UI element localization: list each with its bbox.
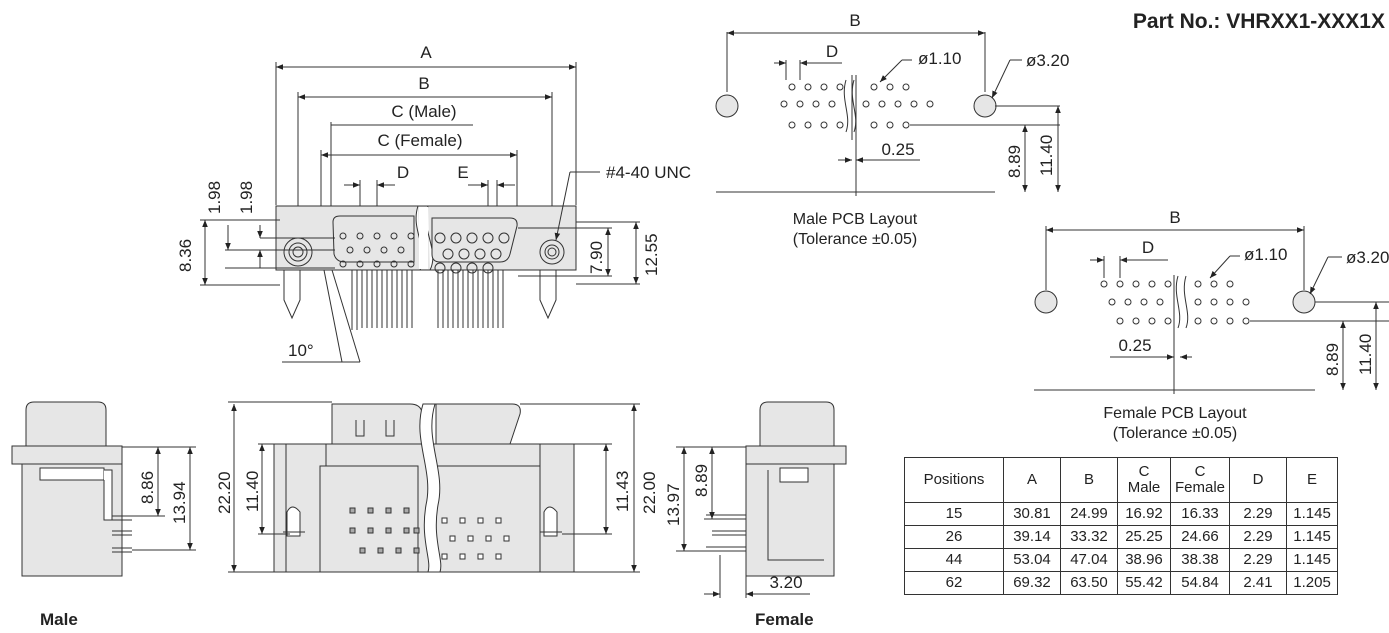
table-cell: 53.04 [1003,548,1061,572]
side-male-dim-1394: 13.94 [170,481,189,524]
front-dim-198-b: 1.98 [237,181,256,214]
table-cell: 25.25 [1117,525,1171,549]
table-header: C Female [1169,457,1231,503]
side-female-dim-1397: 13.97 [664,483,683,526]
table-cell: 39.14 [1003,525,1061,549]
female-pcb-layout [1034,226,1389,394]
front-dim-198-a: 1.98 [205,181,224,214]
male-pcb-dim-889: 8.89 [1005,145,1024,178]
bottom-view-dims [228,401,640,573]
male-pcb-layout [715,30,1061,196]
dimension-table: Positions A B C Male C Female D E 15 30.… [904,457,1339,595]
table-header: E [1286,457,1339,503]
front-dim-1255: 12.55 [642,233,661,276]
table-cell: 63.50 [1060,571,1118,595]
table-cell: 38.38 [1169,548,1231,572]
table-cell: 2.29 [1229,525,1288,549]
table-cell: 24.66 [1169,525,1231,549]
side-view-male-dims [122,446,196,551]
bottom-view [273,403,575,573]
female-pcb-hole-small: ø1.10 [1244,245,1287,264]
male-label: Male [40,610,78,629]
front-dim-790: 7.90 [587,241,606,274]
part-number: Part No.: VHRXX1-XXX1X [1132,10,1385,33]
table-header: D [1229,457,1288,503]
table-cell: 16.33 [1169,502,1231,526]
male-pcb-caption: Male PCB Layout (Tolerance ±0.05) [765,210,945,250]
table-cell: 47.04 [1060,548,1118,572]
female-pcb-hole-large: ø3.20 [1346,248,1389,267]
male-pcb-dim-1140: 11.40 [1037,135,1056,176]
bottom-dim-1143: 11.43 [613,471,632,512]
side-view-female [706,401,847,577]
male-pcb-dim-b: B [849,11,860,30]
table-cell: 2.29 [1229,502,1288,526]
table-cell: 26 [904,525,1004,549]
table-header: Positions [904,457,1004,503]
bottom-dim-2200: 22.00 [640,471,659,514]
table-row: 62 69.32 63.50 55.42 54.84 2.41 1.205 [904,571,1339,595]
female-pcb-dim-889: 8.89 [1323,343,1342,376]
front-dim-c-male: C (Male) [391,102,456,121]
table-cell: 1.205 [1286,571,1339,595]
male-pcb-hole-small: ø1.10 [918,49,961,68]
front-angle: 10° [288,341,314,360]
table-cell: 2.29 [1229,548,1288,572]
table-row: 44 53.04 47.04 38.96 38.38 2.29 1.145 [904,548,1339,572]
table-header: B [1060,457,1118,503]
table-cell: 69.32 [1003,571,1061,595]
female-pcb-dim-b: B [1169,208,1180,227]
female-label: Female [755,610,814,629]
male-pcb-caption-line2: (Tolerance ±0.05) [792,231,918,248]
table-row: 26 39.14 33.32 25.25 24.66 2.29 1.145 [904,525,1339,549]
front-thread-label: #4-40 UNC [606,163,691,182]
female-pcb-dim-1140: 11.40 [1356,334,1375,375]
female-pcb-dim-025: 0.25 [1118,336,1151,355]
female-pcb-caption-line1: Female PCB Layout [1103,405,1247,422]
male-pcb-dim-025: 0.25 [881,140,914,159]
side-view-male [11,401,132,577]
front-dim-e: E [457,163,468,182]
table-cell: 55.42 [1117,571,1171,595]
male-pcb-dim-d: D [826,42,838,61]
table-cell: 1.145 [1286,502,1339,526]
table-cell: 15 [904,502,1004,526]
front-dim-c-female: C (Female) [377,131,462,150]
bottom-dim-1140: 11.40 [243,471,262,512]
female-pcb-caption-line2: (Tolerance ±0.05) [1112,425,1238,442]
front-view-pins [339,232,510,274]
front-dim-836: 8.36 [176,239,195,272]
table-cell: 1.145 [1286,525,1339,549]
table-header: C Male [1117,457,1171,503]
table-cell: 2.41 [1229,571,1288,595]
male-pcb-hole-large: ø3.20 [1026,51,1069,70]
front-dim-d: D [397,163,409,182]
table-row: 15 30.81 24.99 16.92 16.33 2.29 1.145 [904,502,1339,526]
table-cell: 33.32 [1060,525,1118,549]
front-view [200,62,640,363]
table-cell: 24.99 [1060,502,1118,526]
male-pcb-caption-line1: Male PCB Layout [792,211,918,228]
side-female-dim-320: 3.20 [769,573,802,592]
bottom-view-pins [349,507,510,560]
table-cell: 44 [904,548,1004,572]
bottom-dim-2220: 22.20 [215,471,234,514]
table-cell: 16.92 [1117,502,1171,526]
side-female-dim-889: 8.89 [692,464,711,497]
table-header-row: Positions A B C Male C Female D E [904,457,1339,503]
front-dim-b: B [418,74,429,93]
front-dim-a: A [420,43,432,62]
female-pcb-caption: Female PCB Layout (Tolerance ±0.05) [1085,404,1265,444]
female-pcb-dim-d: D [1142,238,1154,257]
side-view-female-dims [676,446,810,598]
side-male-dim-886: 8.86 [138,471,157,504]
table-cell: 54.84 [1169,571,1231,595]
table-cell: 62 [904,571,1004,595]
table-cell: 38.96 [1117,548,1171,572]
table-cell: 30.81 [1003,502,1061,526]
table-cell: 1.145 [1286,548,1339,572]
table-header: A [1003,457,1061,503]
